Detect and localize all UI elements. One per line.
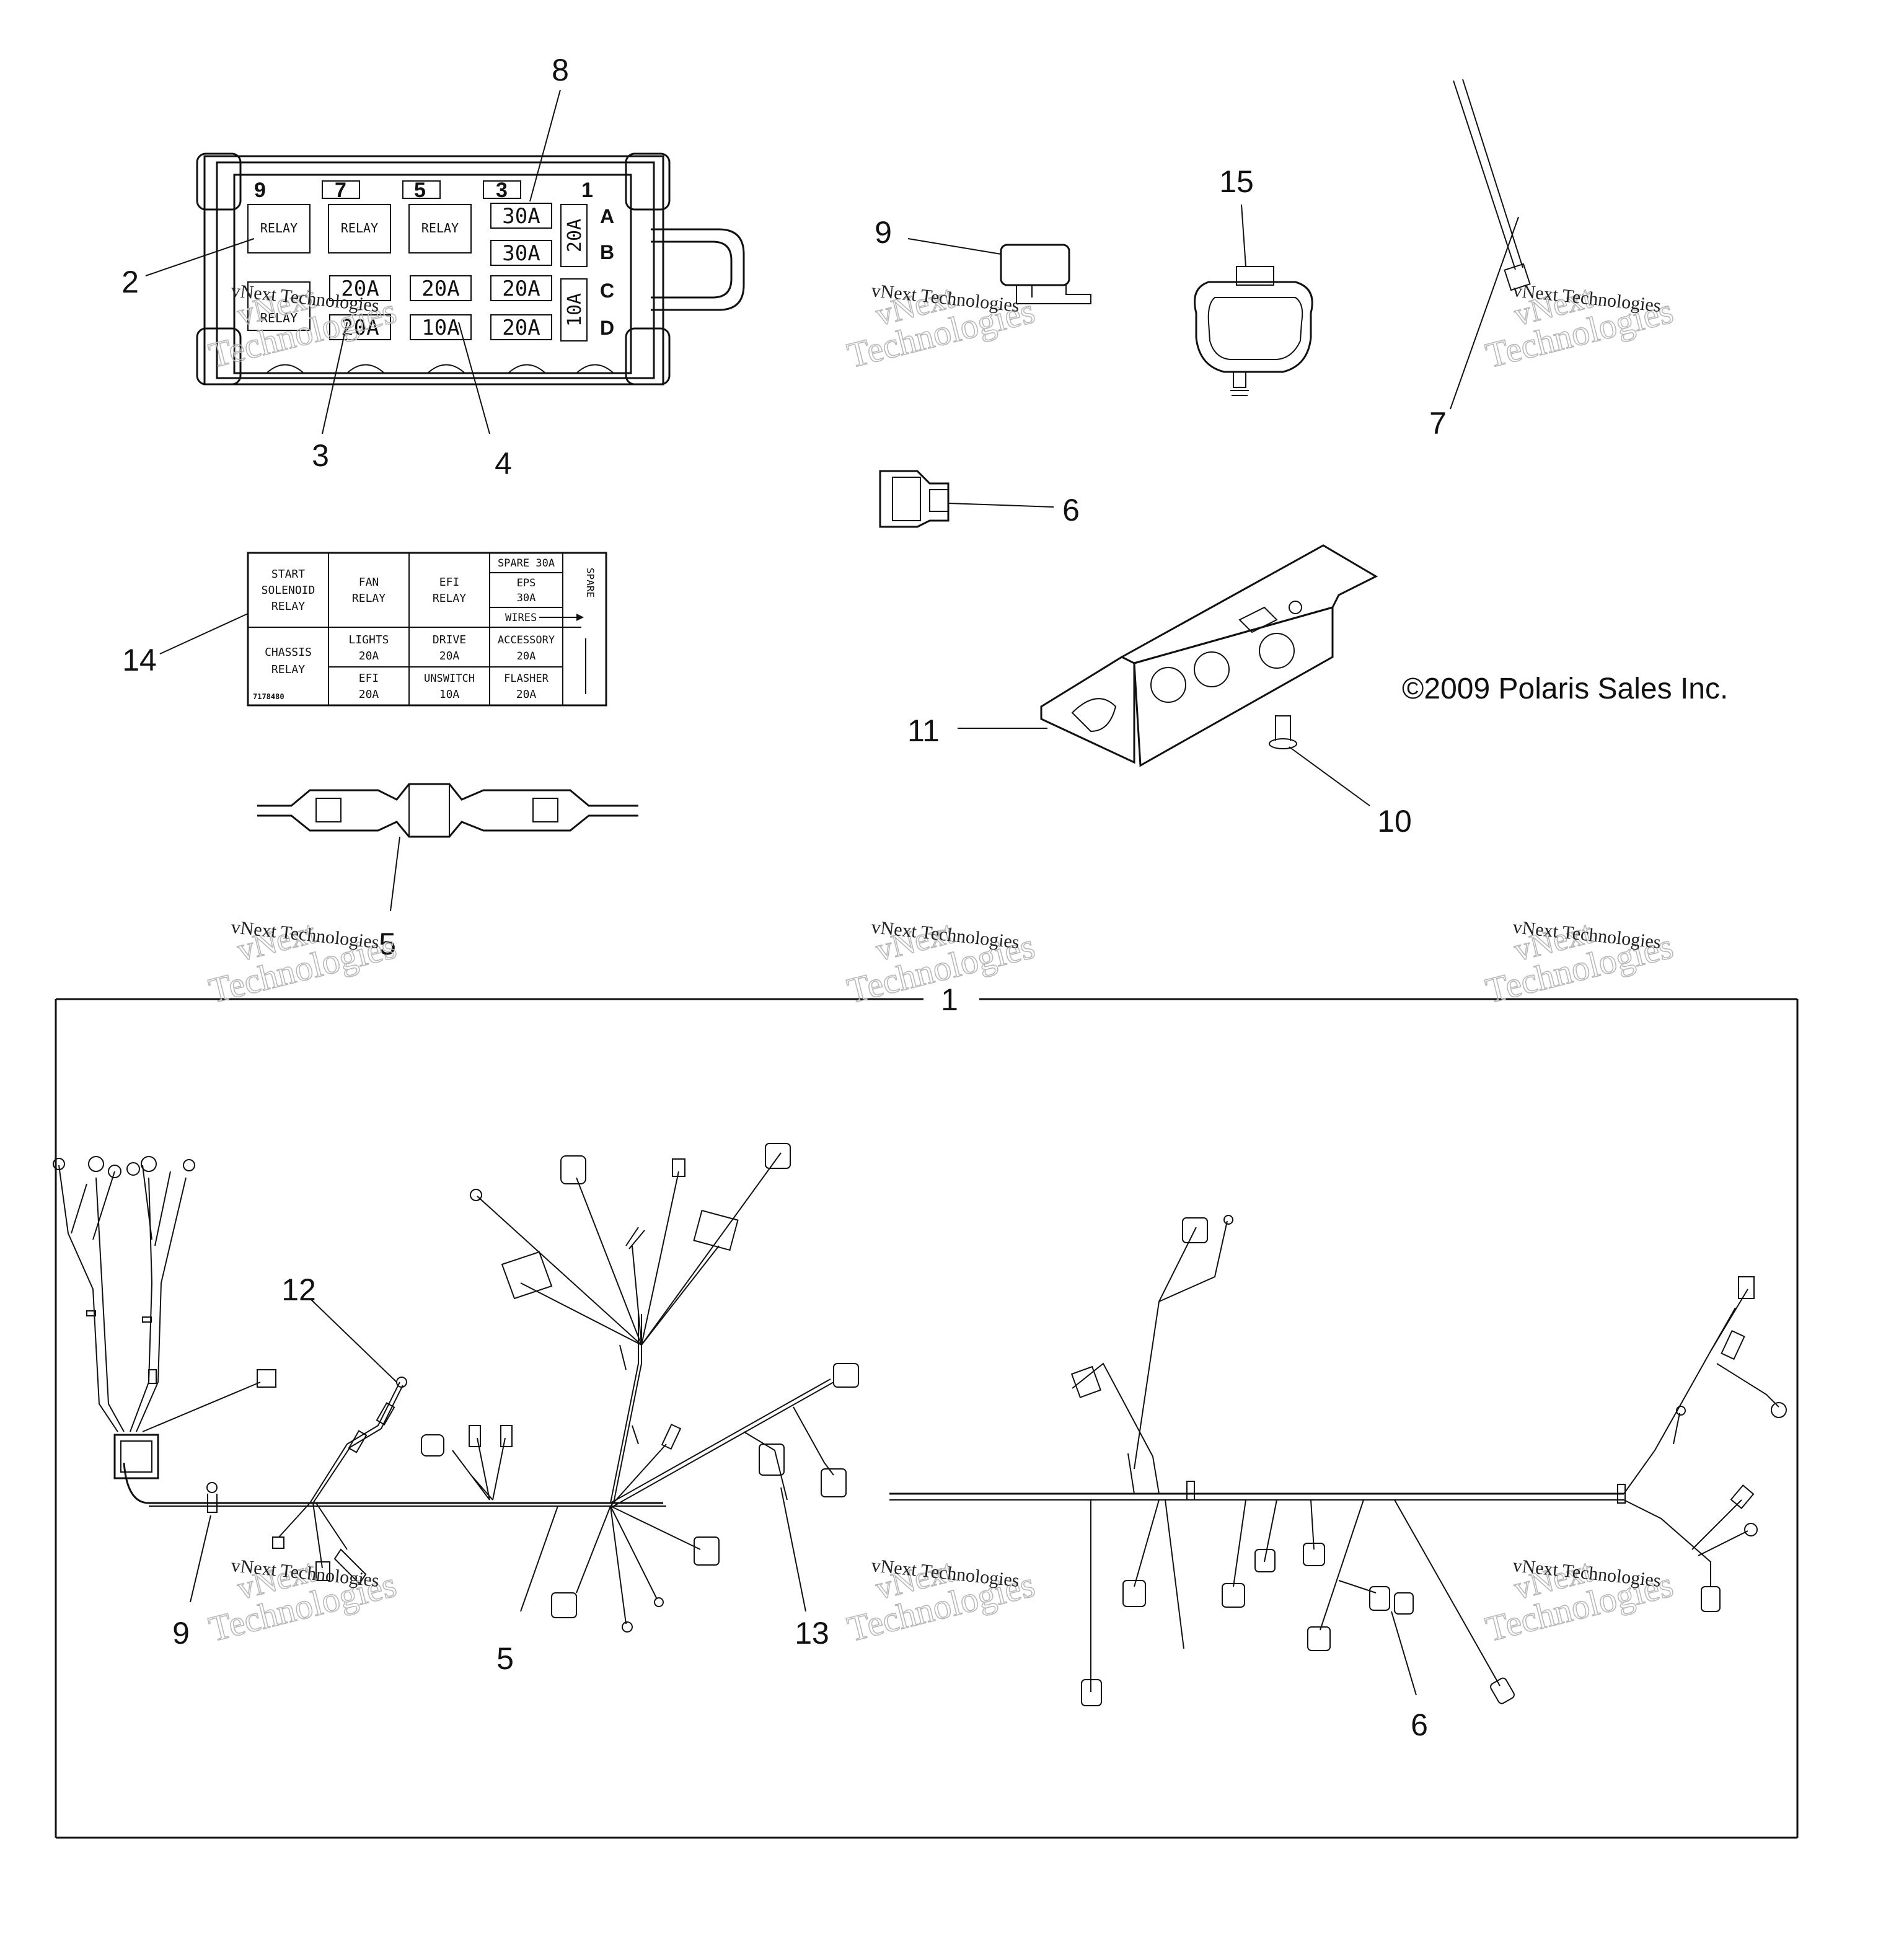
watermark-2: vNext Technologies xyxy=(843,279,1039,376)
relay-label-4: RELAY xyxy=(260,311,298,325)
callout-14: 14 xyxy=(122,643,157,677)
callout-1: 1 xyxy=(941,982,958,1017)
callout-8: 8 xyxy=(552,53,569,87)
watermark-group: vNext Technologies vNext Technologies vN… xyxy=(205,279,1678,1650)
label-eps: EPS xyxy=(517,577,536,589)
callout-2: 2 xyxy=(121,265,139,299)
callout-3: 3 xyxy=(312,438,329,473)
relay-label-2: RELAY xyxy=(341,221,378,236)
relay-label-3: RELAY xyxy=(421,221,459,236)
label-spare-vertical: SPARE xyxy=(584,568,596,597)
watermark-8: vNext Technologies xyxy=(843,1553,1039,1650)
callout-11: 11 xyxy=(907,713,940,748)
callout-10: 10 xyxy=(1377,804,1412,839)
watermark-5: vNext Technologies xyxy=(843,914,1039,1012)
harness-right xyxy=(889,1215,1787,1706)
label-drive: DRIVE xyxy=(433,633,466,646)
label-solenoid: SOLENOID xyxy=(262,584,315,597)
label-flasher: FLASHER xyxy=(504,672,549,685)
callout-5-inline: 5 xyxy=(379,927,396,961)
fuse-a-30a: 30A xyxy=(502,204,540,229)
fuse-c1-20a: 20A xyxy=(341,276,379,301)
label-fan: FAN xyxy=(359,576,379,589)
fuse-d1-20a: 20A xyxy=(341,315,379,340)
label-accessory-20a: 20A xyxy=(517,650,536,663)
label-efi-relay: RELAY xyxy=(433,592,466,605)
row-letter-d: D xyxy=(600,317,614,339)
slot-number-3: 3 xyxy=(496,179,508,202)
label-chassis-relay: RELAY xyxy=(271,663,305,676)
label-flasher-20a: 20A xyxy=(516,688,537,701)
harness-center xyxy=(470,1143,859,1633)
label-wires: WIRES xyxy=(505,612,537,624)
row-letter-c: C xyxy=(600,280,614,302)
label-relay-start: RELAY xyxy=(271,600,305,613)
label-chassis: CHASSIS xyxy=(265,646,312,659)
label-fan-relay: RELAY xyxy=(352,592,386,605)
watermark-7: vNext Technologies xyxy=(205,1553,401,1650)
callout-9-harness: 9 xyxy=(172,1616,190,1651)
wires-arrowhead-icon xyxy=(576,614,584,621)
label-efi-20a: 20A xyxy=(359,688,379,701)
fuse-d2-10a: 10A xyxy=(421,315,459,340)
slot-number-5: 5 xyxy=(414,179,426,202)
mounting-bracket xyxy=(1040,544,1378,767)
slot-number-9: 9 xyxy=(254,179,266,202)
relay-label-1: RELAY xyxy=(260,221,298,236)
callout-5-harness: 5 xyxy=(496,1641,514,1676)
copyright-text: ©2009 Polaris Sales Inc. xyxy=(1402,672,1728,705)
watermark-6: vNext Technologies xyxy=(1481,914,1678,1012)
callout-4: 4 xyxy=(495,446,512,481)
label-unswitch-10a: 10A xyxy=(439,688,460,701)
label-eps-30a: 30A xyxy=(517,592,536,604)
label-start: START xyxy=(271,568,305,581)
callout-9-top: 9 xyxy=(875,215,892,250)
fuse-c3-20a: 20A xyxy=(502,276,540,301)
watermark-4: vNext Technologies xyxy=(205,914,401,1012)
circuit-breaker xyxy=(1000,244,1091,304)
slot-number-7: 7 xyxy=(335,179,346,202)
watermark-3: vNext Technologies xyxy=(1481,279,1678,376)
label-drive-20a: 20A xyxy=(439,650,460,663)
callout-15: 15 xyxy=(1219,164,1254,199)
row-letter-a: A xyxy=(600,205,614,227)
fuse-b-30a: 30A xyxy=(502,241,540,266)
inline-fuse-holder xyxy=(257,783,638,838)
connector-6-top xyxy=(879,470,950,528)
label-spare-30a: SPARE 30A xyxy=(498,557,555,570)
callout-6-top: 6 xyxy=(1062,493,1080,527)
cable-tie xyxy=(1453,79,1531,291)
label-part-number: 7178480 xyxy=(253,692,284,701)
row-letter-b: B xyxy=(600,241,614,263)
fuse-box: 9 7 5 3 1 RELAY RELAY RELAY RELAY 30A 30… xyxy=(196,152,745,386)
fuse-c2-20a: 20A xyxy=(421,276,459,301)
fuse-d3-20a: 20A xyxy=(502,315,540,340)
callout-12: 12 xyxy=(281,1272,316,1307)
harness-frame xyxy=(55,998,1799,1839)
slot-number-1: 1 xyxy=(581,179,593,202)
watermark-9: vNext Technologies xyxy=(1481,1553,1678,1650)
label-lights: LIGHTS xyxy=(348,633,389,646)
callout-7: 7 xyxy=(1429,406,1447,441)
label-lights-20a: 20A xyxy=(359,650,379,663)
push-clip xyxy=(1269,715,1297,749)
label-unswitch: UNSWITCH xyxy=(424,672,475,685)
label-efi: EFI xyxy=(439,576,460,589)
connector-15 xyxy=(1194,266,1313,396)
label-efi-fuse: EFI xyxy=(359,672,379,685)
fuse-side-20a: 20A xyxy=(564,219,586,252)
fuse-label: START SOLENOID RELAY FAN RELAY EFI RELAY… xyxy=(247,552,607,707)
fuse-side-10a: 10A xyxy=(564,293,586,327)
callout-6-harness: 6 xyxy=(1411,1708,1428,1742)
harness-left xyxy=(53,1156,666,1585)
label-accessory: ACCESSORY xyxy=(498,634,555,646)
callout-13: 13 xyxy=(795,1616,829,1651)
